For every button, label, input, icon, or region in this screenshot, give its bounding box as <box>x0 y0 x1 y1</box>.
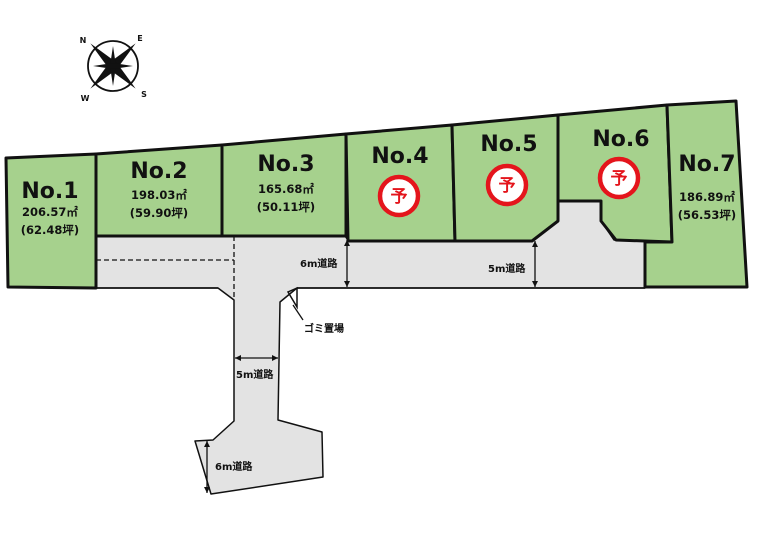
compass-south: S <box>141 90 147 99</box>
reserved-mark: 予 <box>611 169 628 189</box>
lot-5-reserved-badge: 予 <box>485 163 529 207</box>
compass-west: W <box>81 94 90 103</box>
right-road-width-label: 5m道路 <box>488 262 526 275</box>
road-area <box>95 200 646 495</box>
compass-rose-icon: N E S W <box>80 34 147 103</box>
center-road-width-label: 5m道路 <box>236 368 274 381</box>
reserved-mark: 予 <box>499 176 516 196</box>
lot-5-number: No.5 <box>480 132 537 157</box>
lot-3-area-tsubo: (50.11坪) <box>257 200 315 214</box>
lot-1-area-m2: 206.57㎡ <box>22 205 78 219</box>
lot-2-area-tsubo: (59.90坪) <box>130 206 188 220</box>
upper-road-width-label: 6m道路 <box>300 257 338 270</box>
reserved-mark: 予 <box>391 187 408 207</box>
road-dimensions: 6m道路 5m道路 5m道路 6m道路 ゴミ置場 <box>204 240 538 493</box>
lot-1[interactable] <box>4 152 98 290</box>
compass-north: N <box>80 36 87 45</box>
boundary-dashed-line <box>96 236 235 300</box>
lot-1-area-tsubo: (62.48坪) <box>21 223 79 237</box>
lower-road-width-label: 6m道路 <box>215 460 253 473</box>
reserved-ring <box>377 174 421 218</box>
lot-2-number: No.2 <box>130 159 187 184</box>
lot-3-area-m2: 165.68㎡ <box>258 182 314 196</box>
lot-4-reserved-badge: 予 <box>377 174 421 218</box>
road-network <box>95 200 646 495</box>
lot-7-number: No.7 <box>678 152 735 177</box>
lot-7-area-m2: 186.89㎡ <box>679 190 735 204</box>
arrowheads <box>204 441 210 493</box>
lot-1-number: No.1 <box>21 179 78 204</box>
lot-2-area-m2: 198.03㎡ <box>131 188 187 202</box>
lot-4-number: No.4 <box>371 144 428 169</box>
garbage-area-mark <box>286 286 298 310</box>
reserved-ring <box>597 156 641 200</box>
lot-6-number: No.6 <box>592 127 649 152</box>
compass-east: E <box>137 34 142 43</box>
garbage-area-leader <box>292 304 304 321</box>
reserved-marks: 予 予 予 <box>377 156 641 218</box>
lot-3[interactable] <box>220 132 348 238</box>
lot-7[interactable] <box>643 99 749 289</box>
reserved-ring <box>485 163 529 207</box>
compass-minor-needles <box>93 46 133 86</box>
lot-7-area-tsubo: (56.53坪) <box>678 208 736 222</box>
lot-labels: No.1 206.57㎡ (62.48坪) No.2 198.03㎡ (59.9… <box>21 127 736 237</box>
lot-6-reserved-badge: 予 <box>597 156 641 200</box>
garbage-area-label: ゴミ置場 <box>304 322 344 335</box>
lot-3-number: No.3 <box>257 152 314 177</box>
